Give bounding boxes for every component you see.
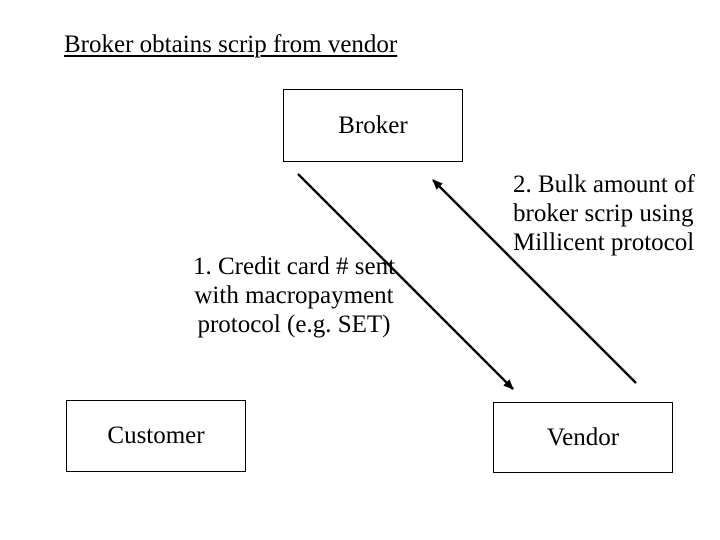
annotation-bulk-scrip-line-1: 2. Bulk amount of [513,171,695,198]
broker-label: Broker [338,111,408,139]
annotation-bulk-scrip-line-3: Millicent protocol [513,229,695,256]
customer-label: Customer [107,422,205,449]
annotation-bulk-scrip-line-2: broker scrip using [513,200,694,227]
annotation-credit-card: 1. Credit card # sent with macropayment … [168,252,420,339]
broker-box: Broker [283,89,463,162]
vendor-box: Vendor [493,402,673,473]
annotation-credit-card-line-2: with macropayment [194,282,394,309]
annotation-bulk-scrip: 2. Bulk amount of broker scrip using Mil… [513,170,695,257]
vendor-label: Vendor [546,423,620,451]
page-title: Broker obtains scrip from vendor [64,31,398,58]
annotation-credit-card-line-3: protocol (e.g. SET) [197,311,391,338]
customer-box: Customer [66,400,246,472]
annotation-credit-card-line-1: 1. Credit card # sent [192,253,396,280]
